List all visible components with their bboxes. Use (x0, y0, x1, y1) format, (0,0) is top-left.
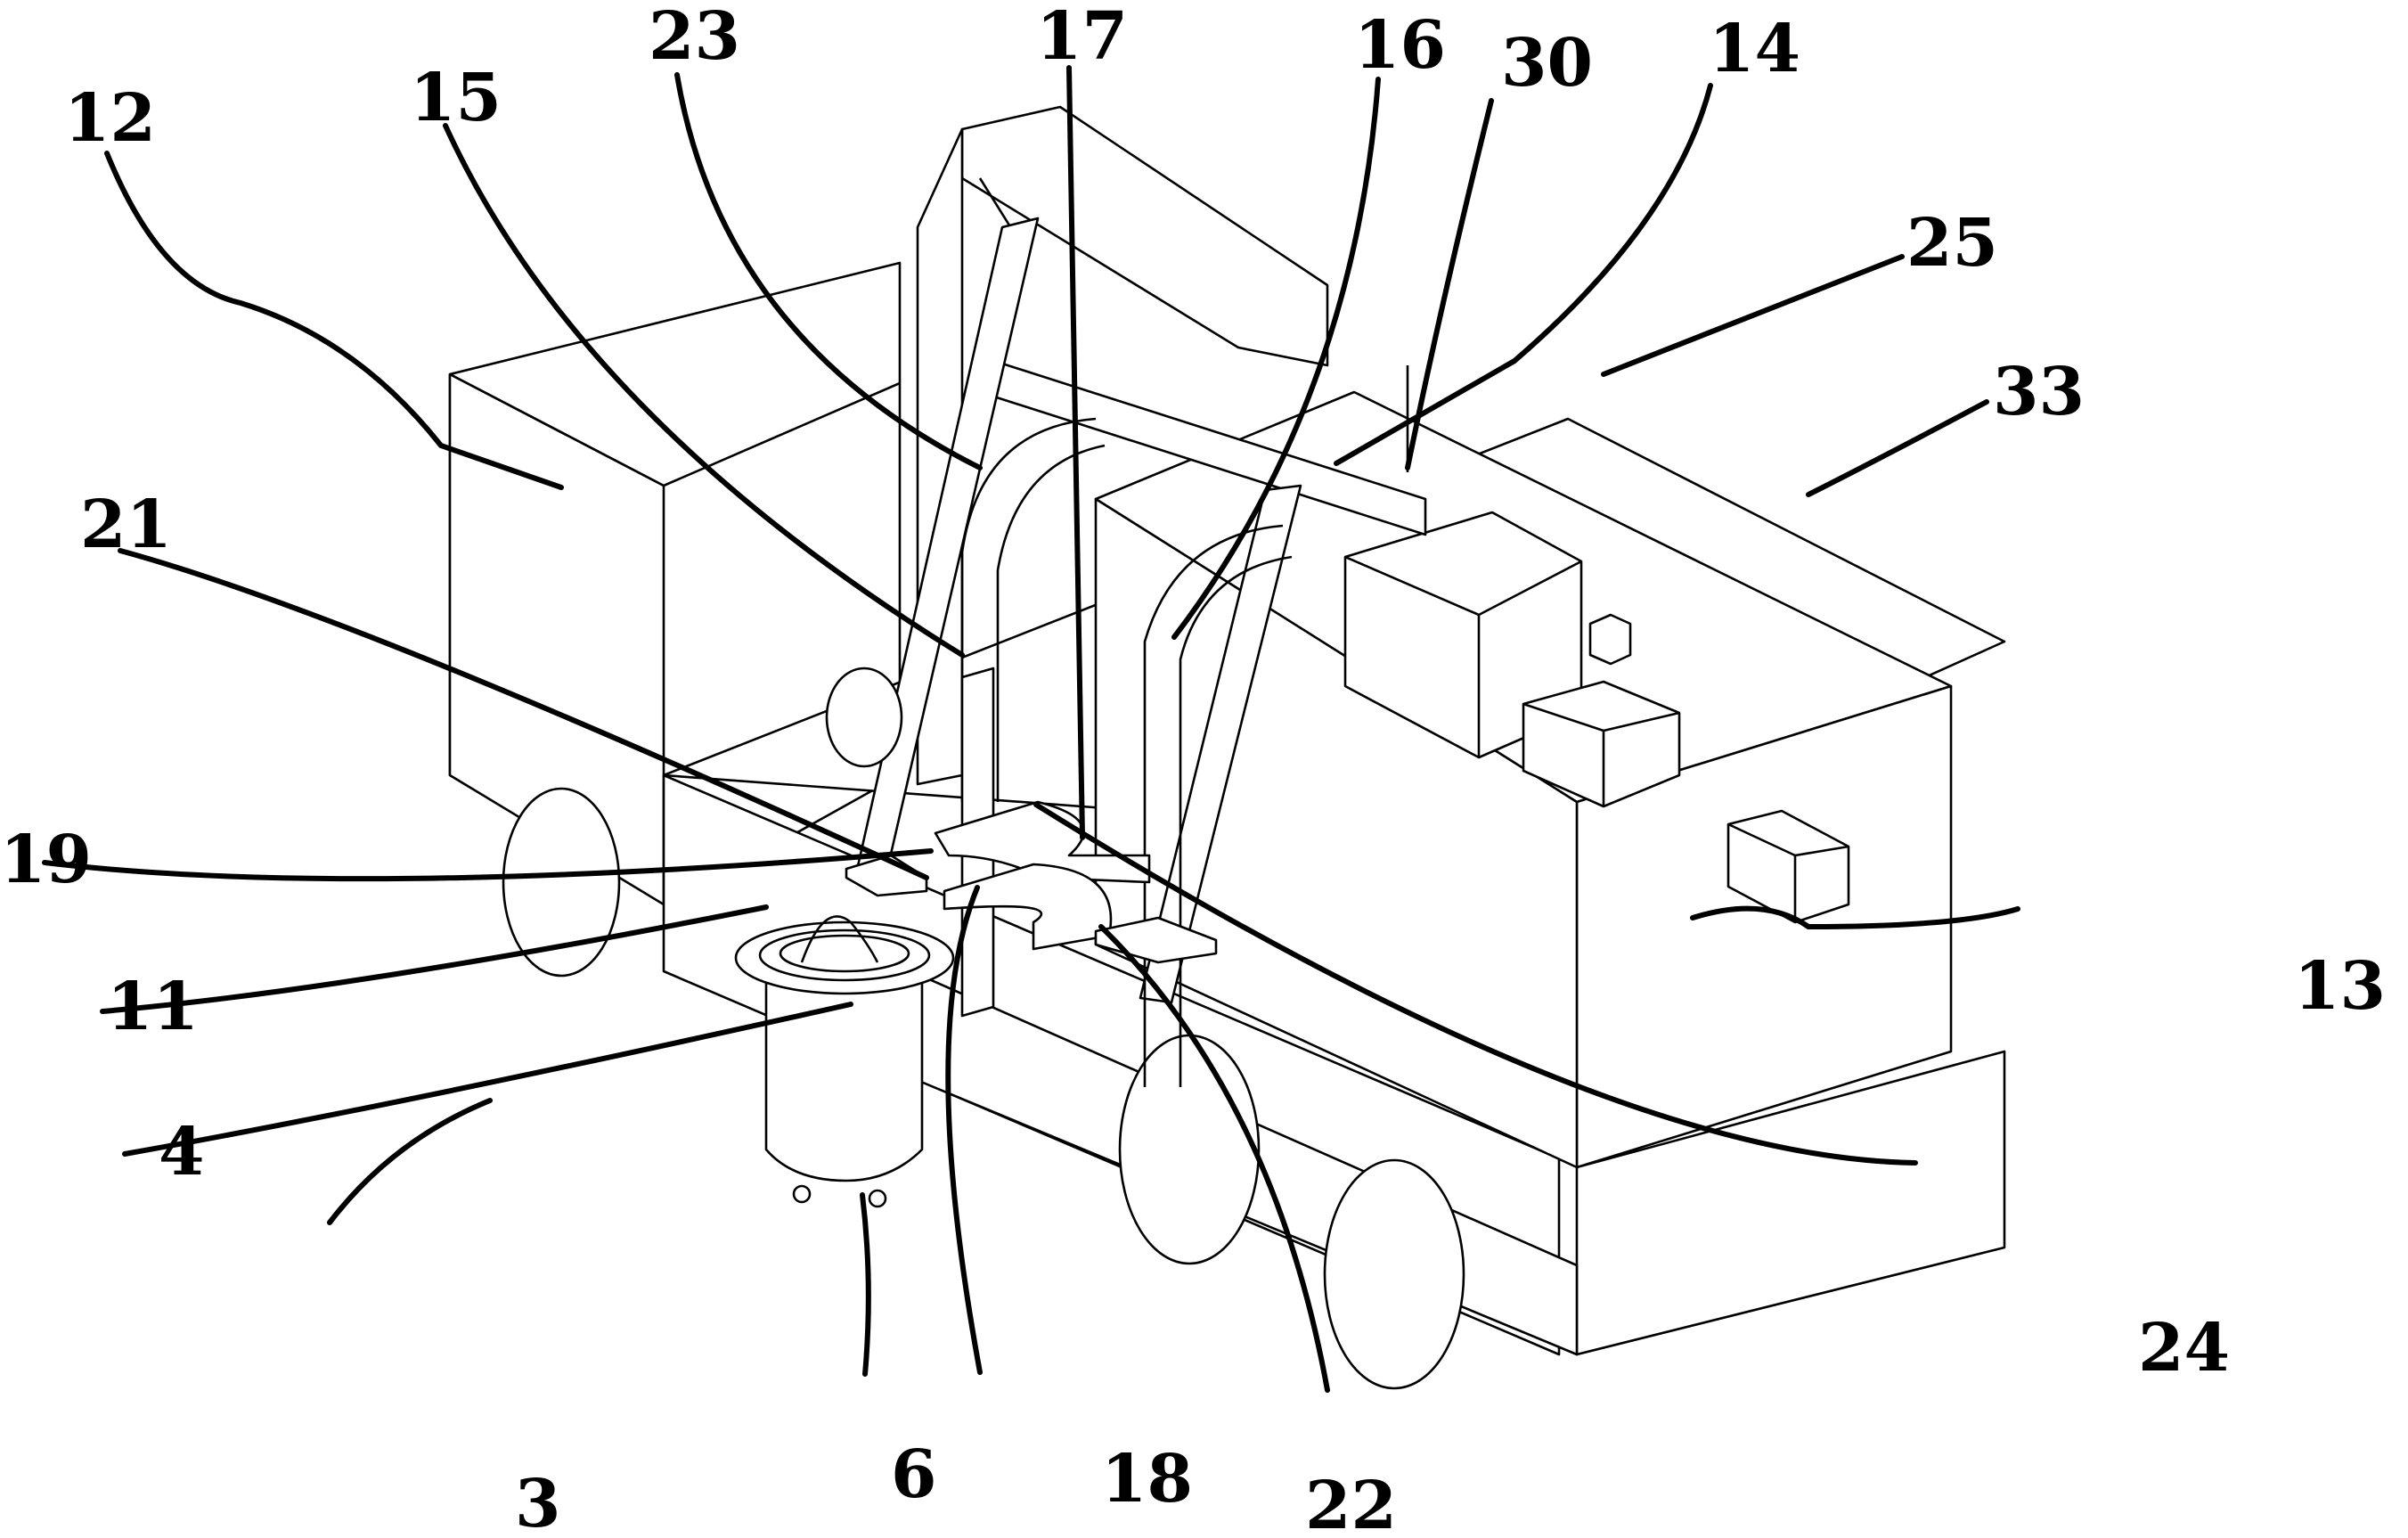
label-25: 25 (1906, 205, 1998, 282)
leader-21 (118, 548, 929, 880)
label-23: 23 (649, 0, 740, 75)
leader-4 (122, 1002, 853, 1157)
clamp-plate-upper (934, 800, 1151, 884)
clamp-plate-lower (943, 863, 1113, 951)
wheel-rear-left (502, 787, 621, 978)
leader-15 (443, 123, 965, 658)
curved-guide-left (960, 417, 1106, 802)
label-33: 33 (1993, 354, 2085, 430)
label-11: 11 (107, 969, 199, 1045)
leader-6 (860, 1192, 871, 1377)
leader-16 (1171, 77, 1381, 640)
sensor-25 (1588, 613, 1632, 666)
leader-17 (1066, 65, 1085, 840)
leader-3 (327, 1098, 493, 1225)
label-18: 18 (1101, 1441, 1193, 1518)
crane-gantry (916, 105, 1427, 786)
label-4: 4 (159, 1114, 205, 1190)
motor-box-large (1343, 511, 1583, 759)
leader-33 (1806, 399, 1989, 497)
motor-box-small (1522, 680, 1681, 808)
leader-25 (1601, 254, 1905, 377)
leader-30 (1405, 98, 1494, 470)
curved-guide-right (1143, 524, 1293, 1087)
control-box (1726, 809, 1850, 924)
leader-lines (42, 65, 2020, 1393)
label-30: 30 (1501, 25, 1593, 102)
leader-24 (1033, 802, 1918, 1166)
leader-11 (100, 904, 769, 1014)
label-3: 3 (515, 1466, 561, 1538)
label-13: 13 (2294, 948, 2386, 1025)
leader-23 (674, 72, 983, 470)
label-24: 24 (2138, 1310, 2230, 1387)
label-17: 17 (1036, 0, 1128, 75)
leader-19 (42, 848, 934, 882)
label-15: 15 (410, 60, 502, 136)
label-6: 6 (891, 1436, 937, 1513)
bucket-bolts (792, 1184, 887, 1208)
label-16: 16 (1354, 7, 1446, 84)
label-12: 12 (64, 80, 156, 157)
bucket (734, 915, 955, 1182)
leader-12 (104, 151, 564, 490)
label-14: 14 (1709, 11, 1800, 87)
wheel-front-2 (1323, 1158, 1465, 1390)
label-22: 22 (1305, 1468, 1397, 1538)
leader-18 (945, 885, 983, 1375)
label-21: 21 (80, 487, 172, 563)
turntable (825, 667, 903, 768)
leader-14 (1334, 83, 1713, 466)
wheel-front-1 (1118, 1034, 1261, 1265)
label-19: 19 (0, 822, 92, 898)
leader-22 (1098, 924, 1330, 1393)
leader-13 (1690, 905, 2020, 930)
